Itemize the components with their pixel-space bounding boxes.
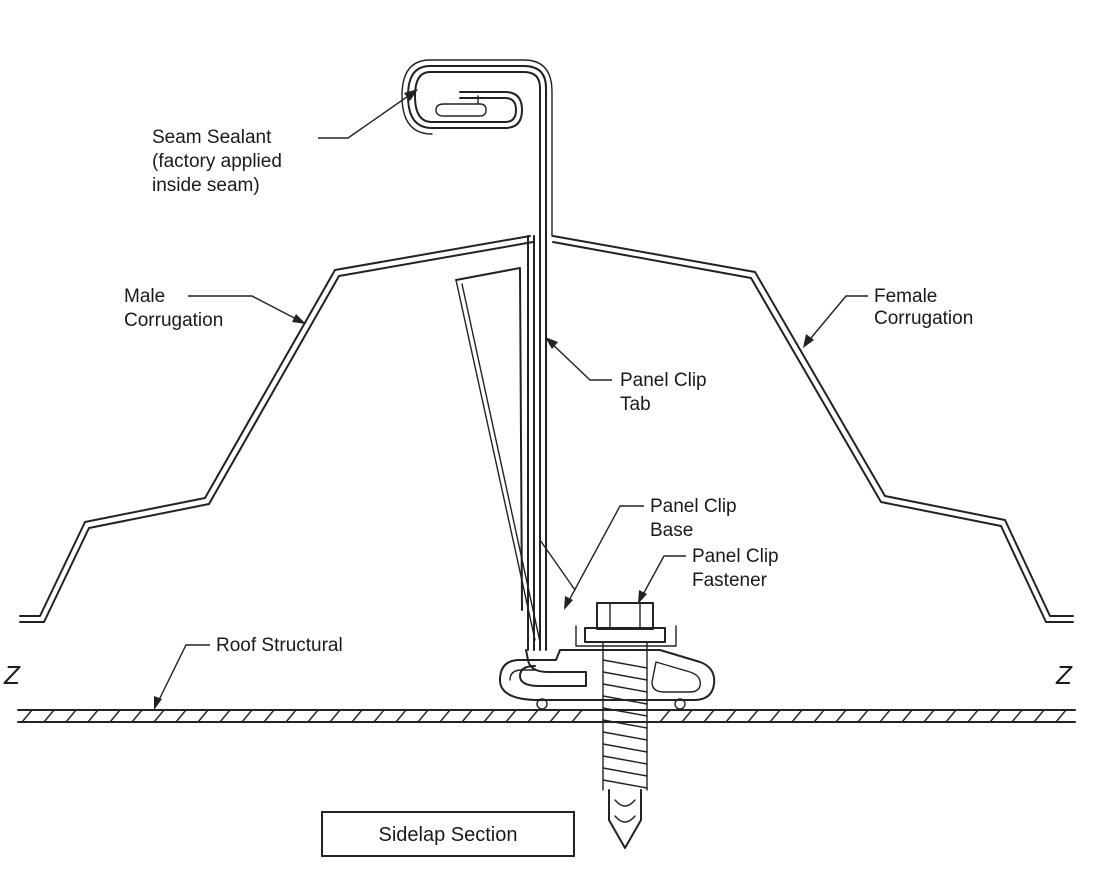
panel-clip-fastener (584, 602, 666, 849)
roof-structural-callout: Roof Structural (154, 635, 343, 710)
female-corrugation-label-line1: Female (874, 286, 937, 307)
standing-seam (401, 59, 553, 651)
roof-structural-label: Roof Structural (216, 635, 343, 656)
panel-clip-tab-label-line1: Panel Clip (620, 370, 707, 391)
panel-clip-tab (455, 267, 576, 643)
panel-clip-base-callout: Panel Clip Base (564, 496, 737, 610)
break-marker-right: Z (1055, 660, 1073, 690)
female-corrugation-label-line2: Corrugation (874, 308, 973, 329)
male-corrugation-label-line1: Male (124, 286, 165, 307)
seam-sealant-label-line1: Seam Sealant (152, 127, 272, 148)
seam-sealant-callout: Seam Sealant (factory applied inside sea… (152, 89, 418, 196)
male-corrugation-callout: Male Corrugation (124, 286, 306, 331)
caption-text: Sidelap Section (379, 824, 518, 846)
panel-clip-tab-callout: Panel Clip Tab (545, 337, 707, 415)
seam-sealant-label-line3: inside seam) (152, 175, 260, 196)
panel-clip-tab-label-line2: Tab (620, 394, 651, 415)
panel-clip-base-label-line2: Base (650, 520, 693, 541)
caption-box: Sidelap Section (321, 811, 575, 857)
seam-sealant-label-line2: (factory applied (152, 151, 282, 172)
panel-clip-fastener-callout: Panel Clip Fastener (638, 546, 779, 604)
male-corrugation-label-line2: Corrugation (124, 310, 223, 331)
female-corrugation-callout: Female Corrugation (803, 286, 973, 348)
break-marker-left: Z (3, 660, 21, 690)
male-corrugation-profile (19, 235, 534, 623)
panel-clip-base-label-line1: Panel Clip (650, 496, 737, 517)
panel-clip-fastener-label-line1: Panel Clip (692, 546, 779, 567)
roof-structural-member (17, 709, 1076, 723)
panel-clip-fastener-label-line2: Fastener (692, 570, 768, 591)
female-corrugation-profile (552, 235, 1074, 623)
